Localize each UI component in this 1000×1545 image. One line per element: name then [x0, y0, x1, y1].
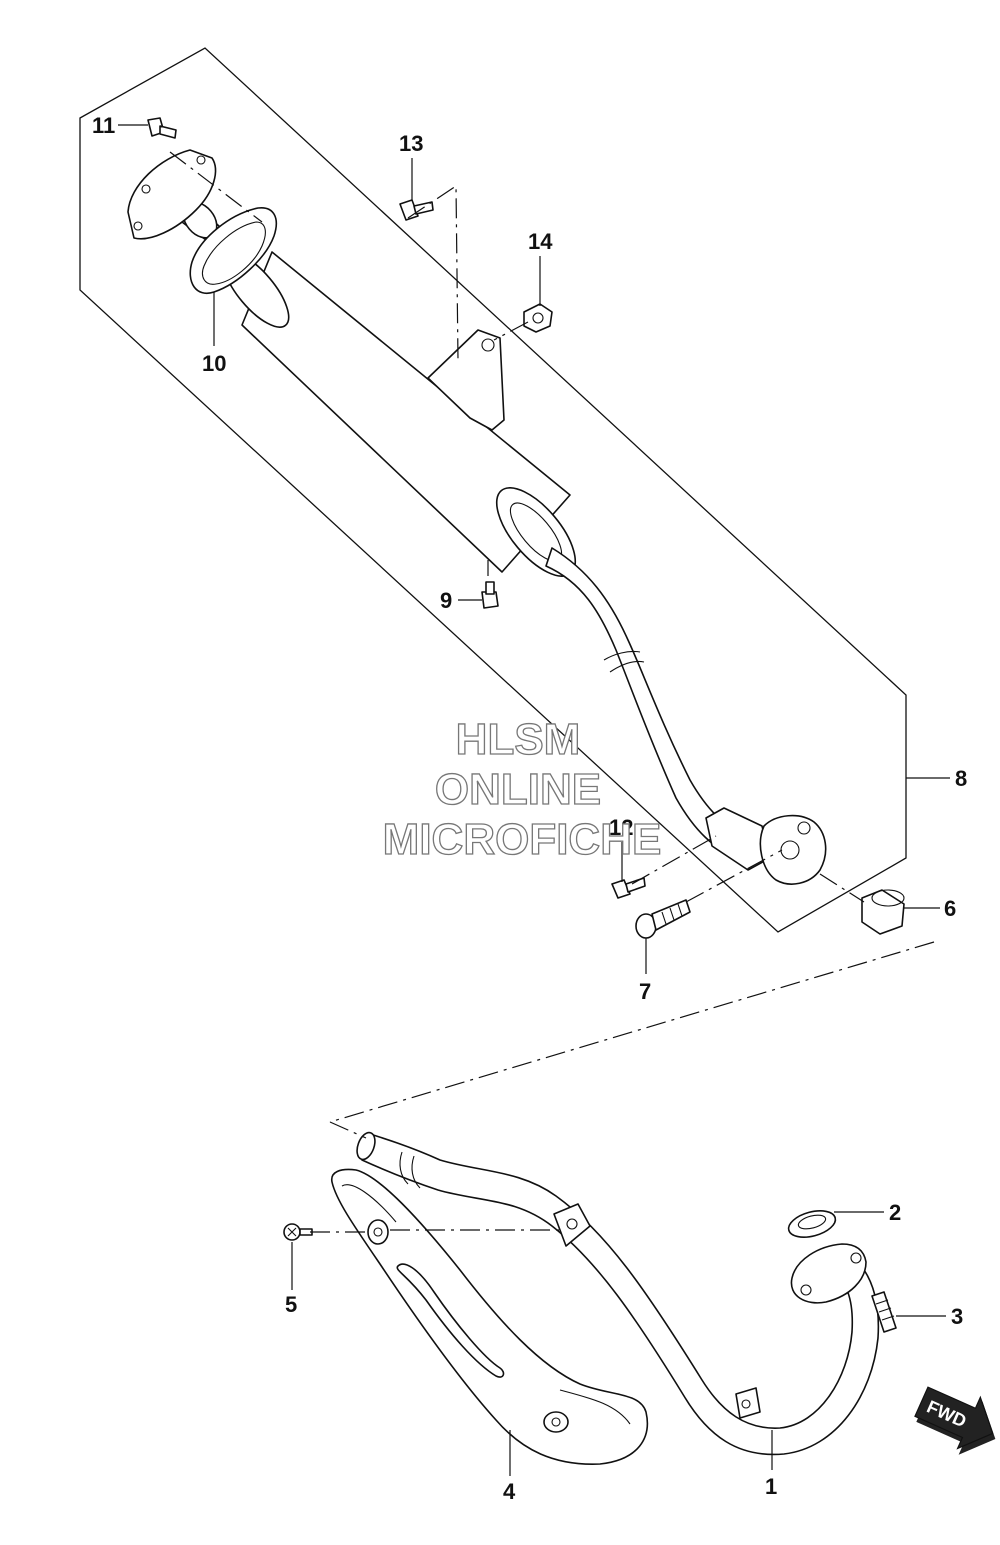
- watermark-line-1: HLSM: [456, 715, 581, 764]
- callout-5: 5: [285, 1292, 297, 1317]
- leader-lines: [118, 124, 950, 1476]
- muffler-bracket: [427, 329, 505, 431]
- bolt-13: [399, 199, 434, 221]
- rear-mount: [759, 814, 827, 885]
- callout-1: 1: [765, 1474, 777, 1499]
- exhaust-pipe: [356, 1131, 880, 1456]
- callout-3: 3: [951, 1304, 963, 1329]
- callout-9: 9: [440, 588, 452, 613]
- callout-13: 13: [399, 131, 423, 156]
- gasket-2: [787, 1210, 837, 1238]
- callout-2: 2: [889, 1200, 901, 1225]
- callout-12: 12: [609, 815, 633, 840]
- watermark-line-2: ONLINE: [435, 765, 601, 814]
- cushion-6: [861, 889, 905, 935]
- bolt-11: [147, 117, 177, 139]
- watermark-line-3: MICROFICHE: [383, 815, 662, 864]
- callout-8: 8: [955, 766, 967, 791]
- callout-14: 14: [528, 229, 553, 254]
- bolt-12: [611, 877, 646, 899]
- callout-11: 11: [92, 113, 115, 138]
- callout-4: 4: [503, 1479, 516, 1504]
- callout-7: 7: [639, 979, 651, 1004]
- stud-3: [871, 1291, 897, 1333]
- end-cap-flange: [127, 149, 217, 240]
- heat-shield: [331, 1168, 648, 1465]
- nut-14: [523, 303, 553, 333]
- bolt-7: [635, 899, 691, 939]
- callout-6: 6: [944, 896, 956, 921]
- callout-10: 10: [202, 351, 226, 376]
- gasket: [189, 207, 278, 295]
- fwd-arrow-icon: FWD: [914, 1386, 996, 1455]
- muffler-assembly: [127, 149, 827, 885]
- screw-5: [283, 1223, 313, 1241]
- assembly-outline: [79, 47, 907, 933]
- bolt-9: [481, 581, 499, 609]
